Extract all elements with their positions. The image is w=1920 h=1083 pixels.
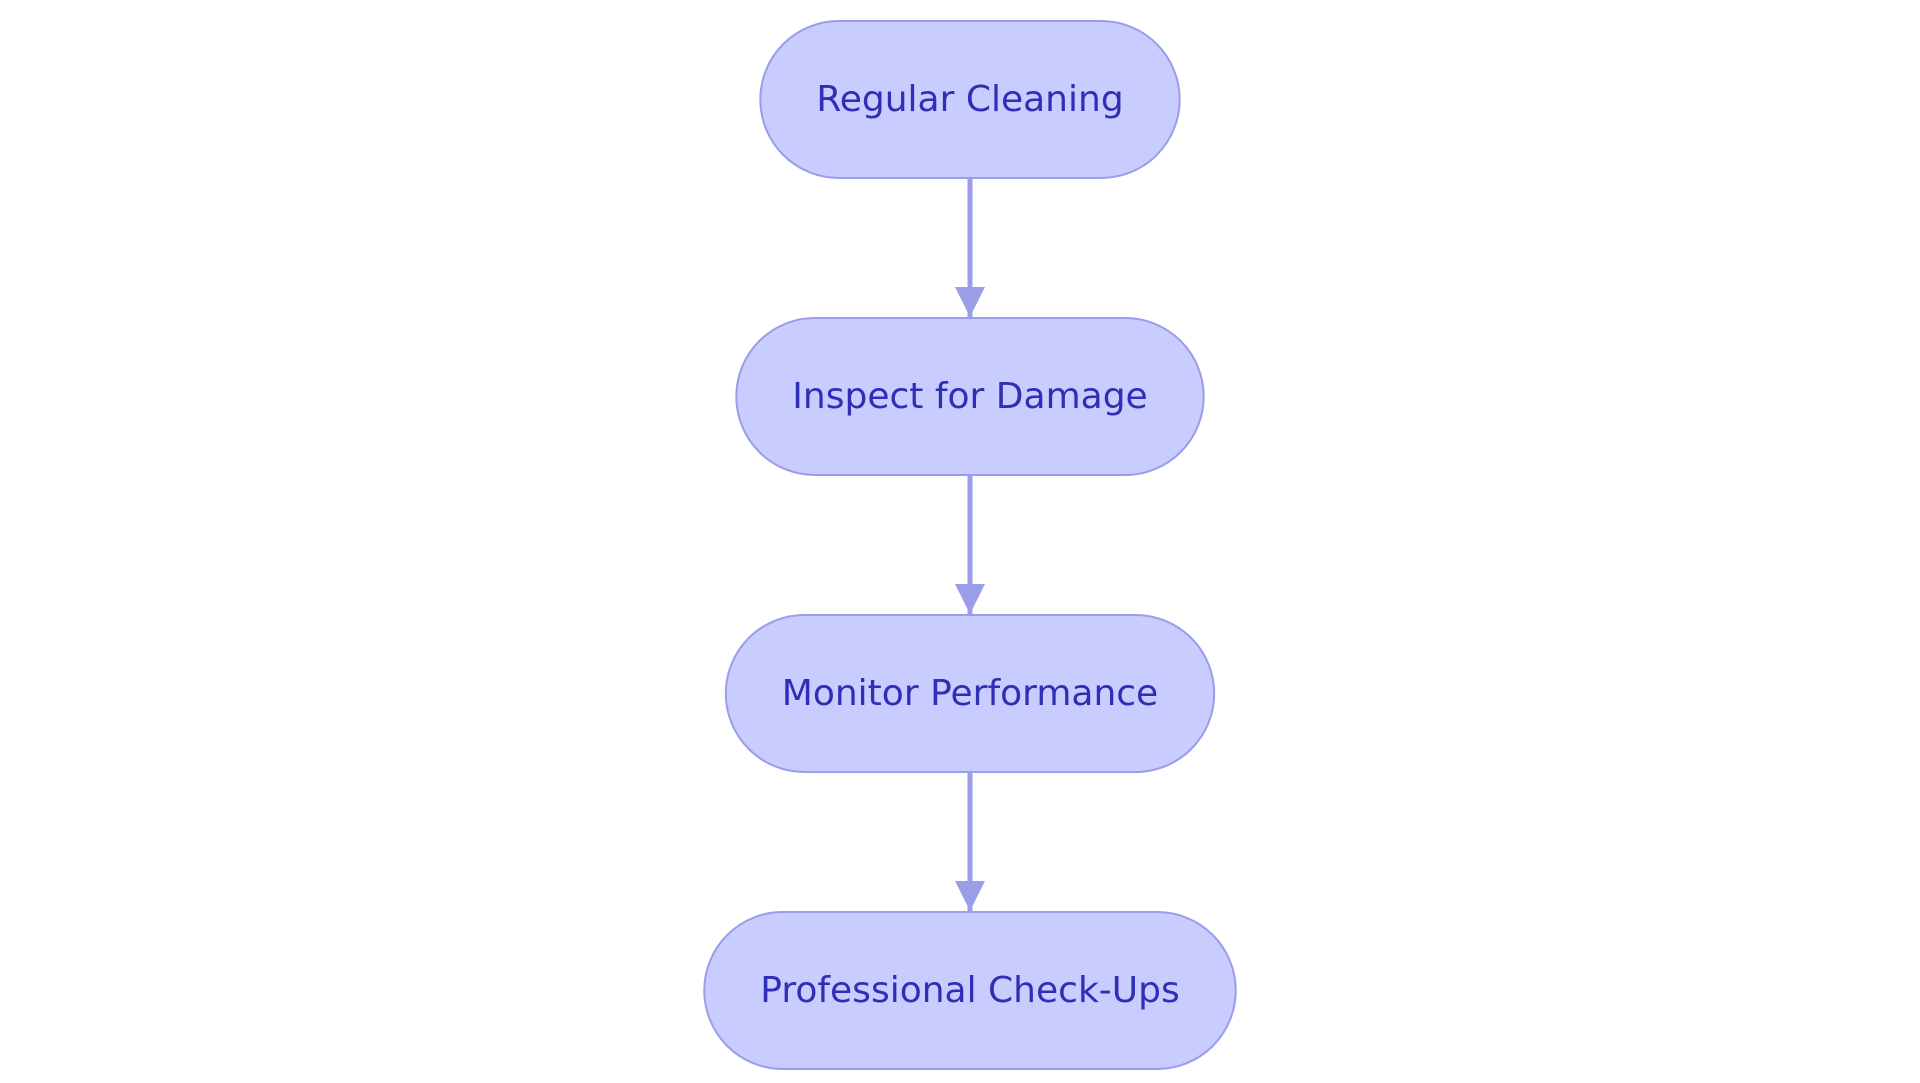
node-professional-check-ups: Professional Check-Ups [703, 911, 1237, 1070]
node-label: Inspect for Damage [792, 376, 1147, 417]
node-label: Monitor Performance [782, 673, 1158, 714]
node-label: Professional Check-Ups [760, 970, 1179, 1011]
node-monitor-performance: Monitor Performance [724, 614, 1216, 773]
node-inspect-for-damage: Inspect for Damage [735, 317, 1205, 476]
node-shape [703, 911, 1237, 1070]
node-shape [759, 20, 1181, 179]
node-regular-cleaning: Regular Cleaning [759, 20, 1181, 179]
node-shape [724, 614, 1216, 773]
node-label: Regular Cleaning [816, 79, 1123, 120]
node-shape [735, 317, 1205, 476]
